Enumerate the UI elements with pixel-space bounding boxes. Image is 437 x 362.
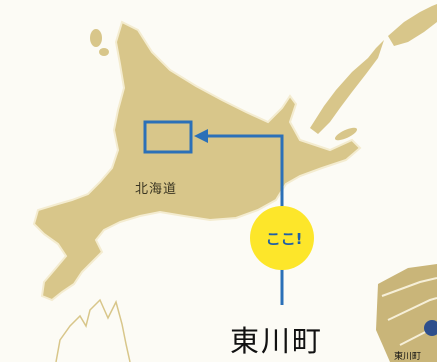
honshu-tip-outline [55, 298, 131, 362]
kuril-island-long [388, 4, 437, 46]
pointer-arrowhead [194, 129, 208, 143]
small-island-north [90, 29, 102, 47]
here-marker [250, 206, 314, 270]
kuril-islands [310, 40, 384, 134]
inset-map [376, 264, 437, 362]
region-label: 北海道 [135, 182, 178, 197]
inset-badge [424, 320, 437, 336]
small-island-north-2 [99, 48, 109, 56]
inset-town-label: 東川町 [394, 352, 422, 362]
hokkaido-landmass [32, 20, 362, 302]
marker-label: ここ! [265, 230, 303, 248]
location-box [143, 120, 193, 154]
kuril-island-small [334, 127, 358, 141]
town-name: 東川町 [230, 324, 324, 358]
